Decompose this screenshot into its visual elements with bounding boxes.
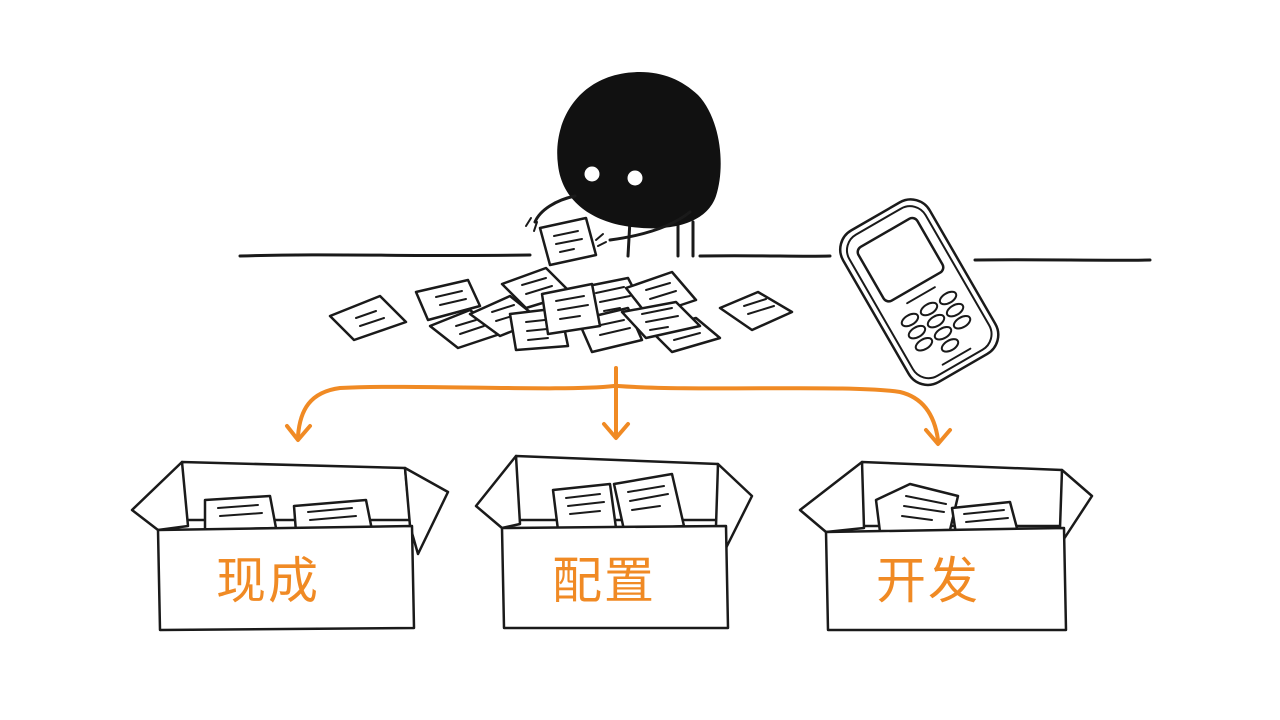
open-cardboard-box-icon (798, 460, 1094, 632)
box-1: 现成 (130, 460, 450, 632)
box-3: 开发 (798, 460, 1094, 632)
box-label-2: 配置 (552, 552, 656, 610)
box-2: 配置 (474, 454, 754, 630)
box-label-3: 开发 (876, 552, 980, 610)
paper-slip-icon (718, 290, 794, 332)
paper-slip-icon (620, 300, 702, 340)
blob-character-icon (525, 72, 721, 267)
paper-slip-icon (540, 282, 602, 336)
mobile-phone-icon (839, 198, 1000, 387)
box-label-1: 现成 (216, 552, 320, 610)
table-line (238, 253, 1152, 262)
paper-slip-icon (414, 278, 482, 322)
paper-slip-icon (328, 294, 408, 342)
scattered-papers (328, 266, 794, 354)
branching-arrow-icon (285, 366, 952, 446)
held-paper-icon (538, 216, 598, 267)
open-cardboard-box-icon (130, 460, 450, 632)
open-cardboard-box-icon (474, 454, 754, 630)
